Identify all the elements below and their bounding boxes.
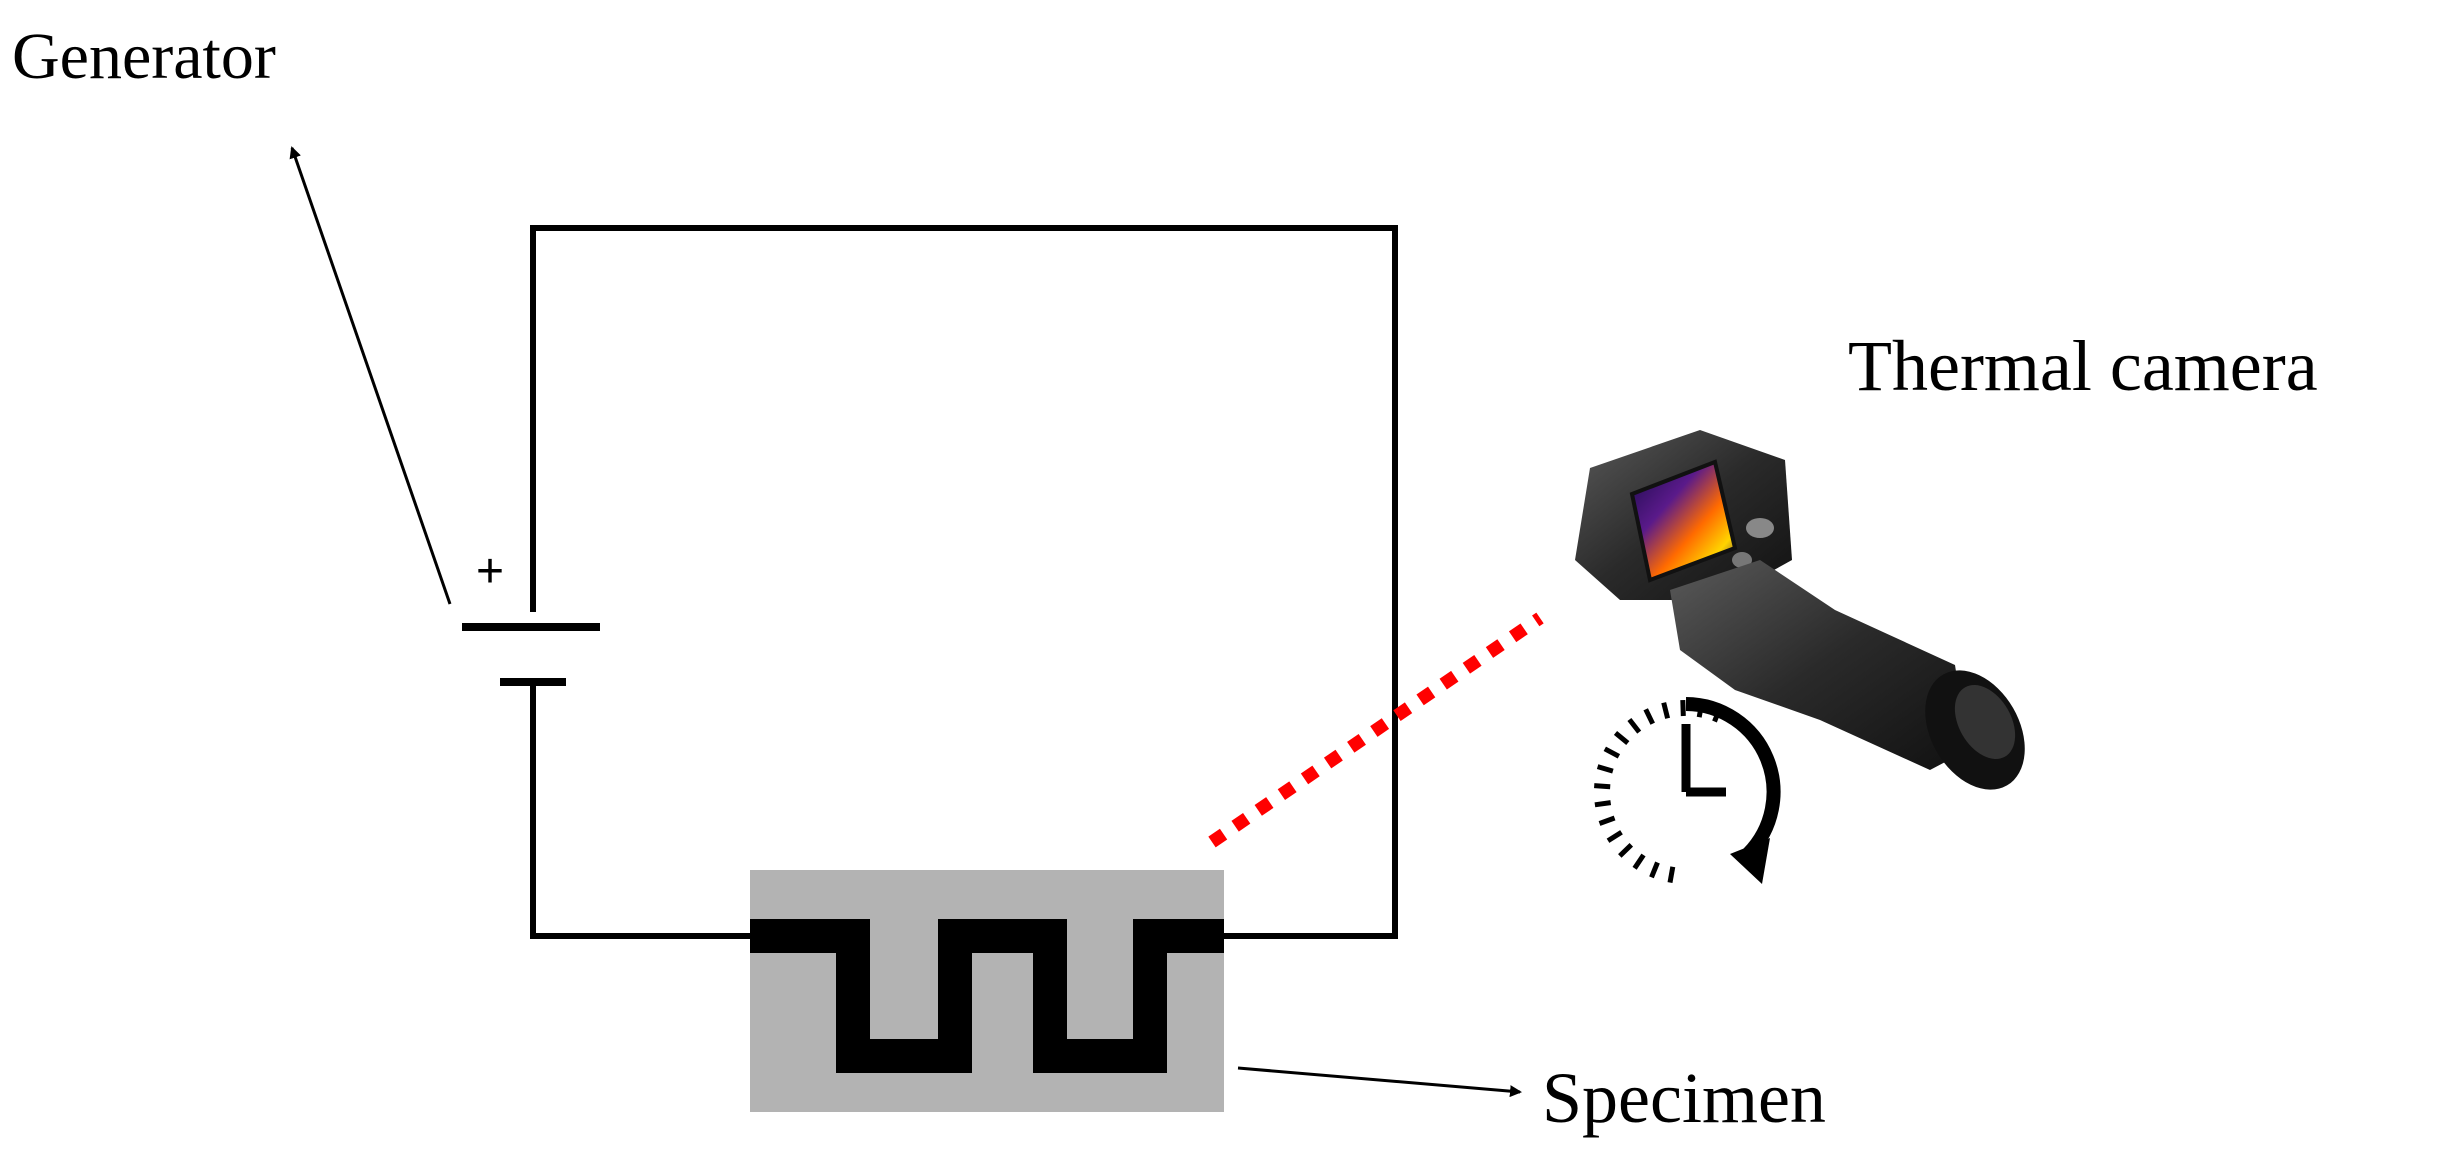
battery-positive-label: + <box>476 545 505 598</box>
clock-tick <box>1598 815 1616 826</box>
thermal-camera-icon <box>1575 430 2025 790</box>
clock-tick <box>1603 746 1621 759</box>
specimen-arrow <box>1237 1066 1522 1098</box>
generator-label: Generator <box>12 20 276 93</box>
generator-arrow <box>289 146 452 605</box>
battery-icon <box>462 623 600 686</box>
specimen <box>750 870 1224 1112</box>
clock-tick <box>1618 843 1634 858</box>
clock-tick <box>1594 783 1611 790</box>
clock-tick <box>1606 830 1623 843</box>
circuit-wire <box>530 225 1398 939</box>
clock-tick <box>1594 800 1612 808</box>
specimen-label: Specimen <box>1542 1058 1826 1138</box>
clock-tick <box>1680 700 1686 717</box>
clock-timer-icon <box>1594 697 1781 884</box>
clock-tick <box>1632 853 1646 870</box>
clock-tick <box>1643 708 1655 725</box>
clock-tick <box>1627 717 1642 734</box>
clock-tick <box>1667 866 1676 884</box>
clock-tick <box>1649 861 1660 879</box>
specimen-heating-trace <box>750 919 1224 1073</box>
laser-measurement-line <box>1208 612 1544 848</box>
clock-tick <box>1596 764 1614 774</box>
clock-tick <box>1613 730 1630 746</box>
thermal-camera-label: Thermal camera <box>1848 326 2318 406</box>
clock-tick <box>1661 702 1671 719</box>
